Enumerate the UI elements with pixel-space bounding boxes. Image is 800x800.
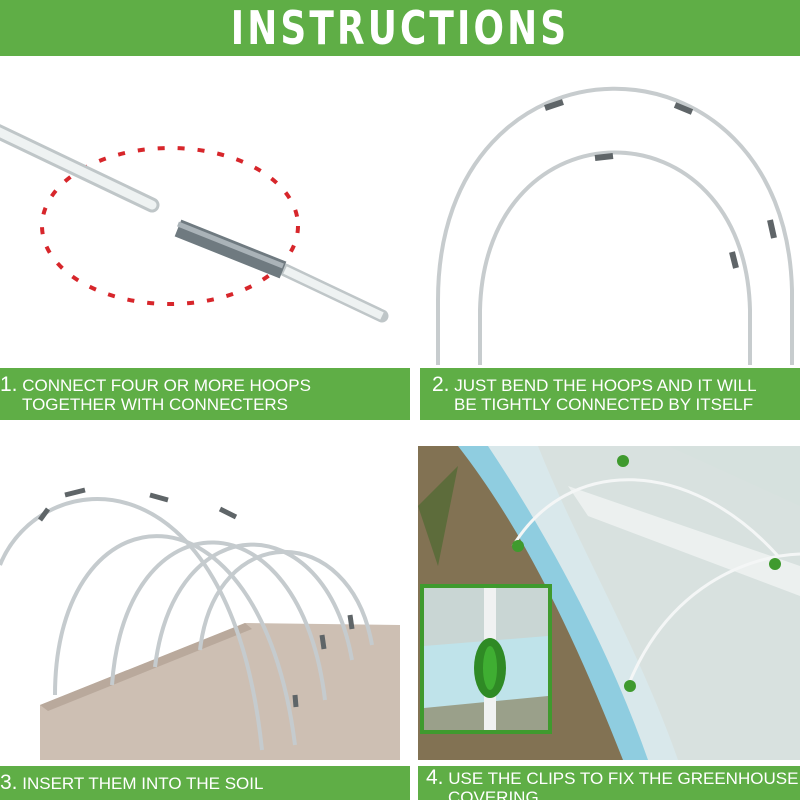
hoop-2 <box>53 534 297 746</box>
header-banner: INSTRUCTIONS <box>0 0 800 56</box>
step-4-caption: 4. USE THE CLIPS TO FIX THE GREENHOUSE C… <box>418 766 800 800</box>
clip-2 <box>617 455 629 467</box>
clip-inset <box>420 584 552 734</box>
hoop-5 <box>198 549 374 651</box>
step-1-number: 1. <box>0 373 18 396</box>
hoop-4 <box>153 542 354 668</box>
step-4-line-1: USE THE CLIPS TO FIX THE GREENHOUSE <box>448 769 799 788</box>
step-2-caption: 2. JUST BEND THE HOOPS AND IT WILL BE TI… <box>420 368 800 420</box>
step-4-number: 4. <box>426 766 444 789</box>
inner-hoop <box>478 150 752 365</box>
step-1-illustration <box>0 60 410 365</box>
clip-1 <box>512 540 524 552</box>
soil-block <box>40 623 400 760</box>
step-1-line-1: CONNECT FOUR OR MORE HOOPS <box>22 376 311 395</box>
step-4-line-2: COVERING <box>448 788 539 800</box>
step-3-number: 3. <box>0 771 18 794</box>
step-3-illustration <box>0 445 410 760</box>
step-3-line-1: INSERT THEM INTO THE SOIL <box>22 774 264 793</box>
clip-4 <box>624 680 636 692</box>
step-2-number: 2. <box>432 373 450 396</box>
hoop-1 <box>0 497 264 751</box>
hoop-rod-a <box>511 478 780 558</box>
step-2-line-1: JUST BEND THE HOOPS AND IT WILL <box>454 376 757 395</box>
step-4-photo <box>418 446 800 760</box>
page-title: INSTRUCTIONS <box>230 1 570 55</box>
highlight-circle <box>40 146 300 306</box>
step-1-caption: 1. CONNECT FOUR OR MORE HOOPS TOGETHER W… <box>0 368 410 420</box>
step-2-line-2: BE TIGHTLY CONNECTED BY ITSELF <box>454 395 754 414</box>
hoop-3 <box>110 540 327 701</box>
greenhouse-film <box>488 446 800 760</box>
clip-3 <box>769 558 781 570</box>
hoop-rod-b <box>626 552 800 687</box>
step-2-illustration <box>420 60 800 365</box>
outer-hoop <box>436 86 794 365</box>
metal-connector <box>174 219 287 279</box>
step-3-caption: 3. INSERT THEM INTO THE SOIL <box>0 766 410 800</box>
step-1-line-2: TOGETHER WITH CONNECTERS <box>22 395 289 414</box>
